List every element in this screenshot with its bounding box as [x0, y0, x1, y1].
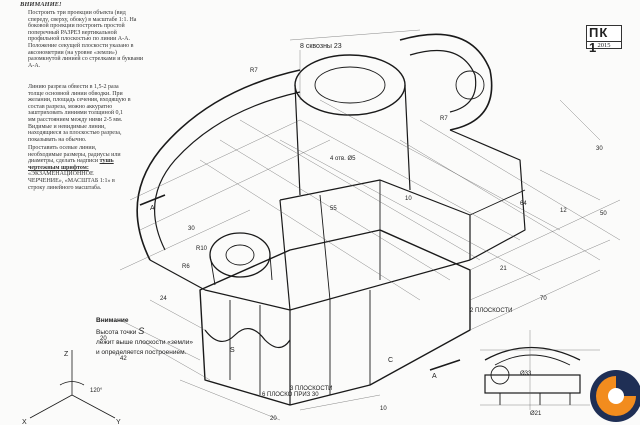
note-line-3: и определяется построением. [96, 349, 187, 356]
vertical-note-3: 3 ПЛОСКОСТИ [290, 386, 332, 392]
vertical-note-2: 2 ПЛОСКОСТИ [470, 308, 512, 314]
point-c-label: С [388, 357, 393, 364]
axis-z-label: Z [64, 351, 69, 358]
opening-label: 4 отв. Ø5 [330, 156, 356, 162]
dim-label: 21 [500, 266, 507, 272]
instructions-text: «ЭКЗАМЕНАЦИОННОЕ ЧЕРЧЕНИЕ», «МАСШТАБ 1:1… [28, 171, 115, 191]
watermark-logo-icon [590, 370, 640, 422]
dim-label: 64 [520, 201, 527, 207]
axis-y-label: Y [116, 419, 121, 425]
note-line: Высота точки S [96, 326, 196, 338]
point-s-label: S [230, 347, 235, 354]
dim-label: 55 [330, 206, 337, 212]
dim-label: 50 [600, 211, 607, 217]
attention-note: Внимание Высота точки S лежит выше плоск… [96, 316, 196, 358]
depth-note-label: 8 сквозны 23 [300, 43, 342, 50]
dim-label: Ø21 [530, 411, 542, 417]
section-label-a-2: А [432, 373, 437, 380]
dim-label: 20 [100, 336, 107, 342]
dim-label: 10 [380, 406, 387, 412]
dim-label: R6 [182, 264, 190, 270]
axis-x-label: X [22, 419, 27, 425]
instructions-text: Положение секущей плоскости указано в ак… [28, 42, 144, 69]
instructions-heading: ВНИМАНИЕ! [20, 1, 62, 8]
note-line-1: Высота точки [96, 329, 137, 336]
instructions-paragraph-3: Проставить осевые линии, необходимые раз… [28, 145, 130, 191]
note-line-2: лежит выше плоскости «земли» [96, 339, 193, 346]
dim-label: R10 [196, 246, 208, 252]
instructions-text: Построить три проекции объекта (вид спер… [28, 10, 137, 43]
dim-label: 42 [120, 356, 127, 362]
dim-label: 30 [596, 146, 603, 152]
note-point: S [138, 326, 145, 336]
dim-label: 10 [405, 196, 412, 202]
dim-label: 20 [270, 416, 277, 422]
angle-label: 120° [90, 388, 103, 394]
dim-label: 70 [540, 296, 547, 302]
instructions-emphasis: тушь чертежным шрифтом: [28, 158, 114, 171]
instructions-paragraph-2: Линию разреза обвести в 1,5-2 раза толще… [28, 84, 131, 143]
dim-label: Ø33 [520, 371, 532, 377]
dim-label: 30 [188, 226, 195, 232]
instructions-paragraph-1: Построить три проекции объекта (вид спер… [28, 10, 148, 69]
instructions-text: Проставить осевые линии, необходимые раз… [28, 145, 121, 165]
section-label-a: А [150, 205, 155, 212]
vertical-note-1: 6 ПЛОСКО ПРИЗ 30 [262, 392, 319, 398]
sheet-code: ПК 1 [589, 25, 609, 55]
dim-label: 12 [560, 208, 567, 214]
title-block: ПК 1 2015 [586, 25, 622, 55]
sheet-year: 2015 [587, 41, 621, 49]
dim-label: R7 [440, 116, 448, 122]
dim-label: 24 [160, 296, 167, 302]
dim-label: R7 [250, 68, 258, 74]
note-title: Внимание [96, 317, 129, 324]
